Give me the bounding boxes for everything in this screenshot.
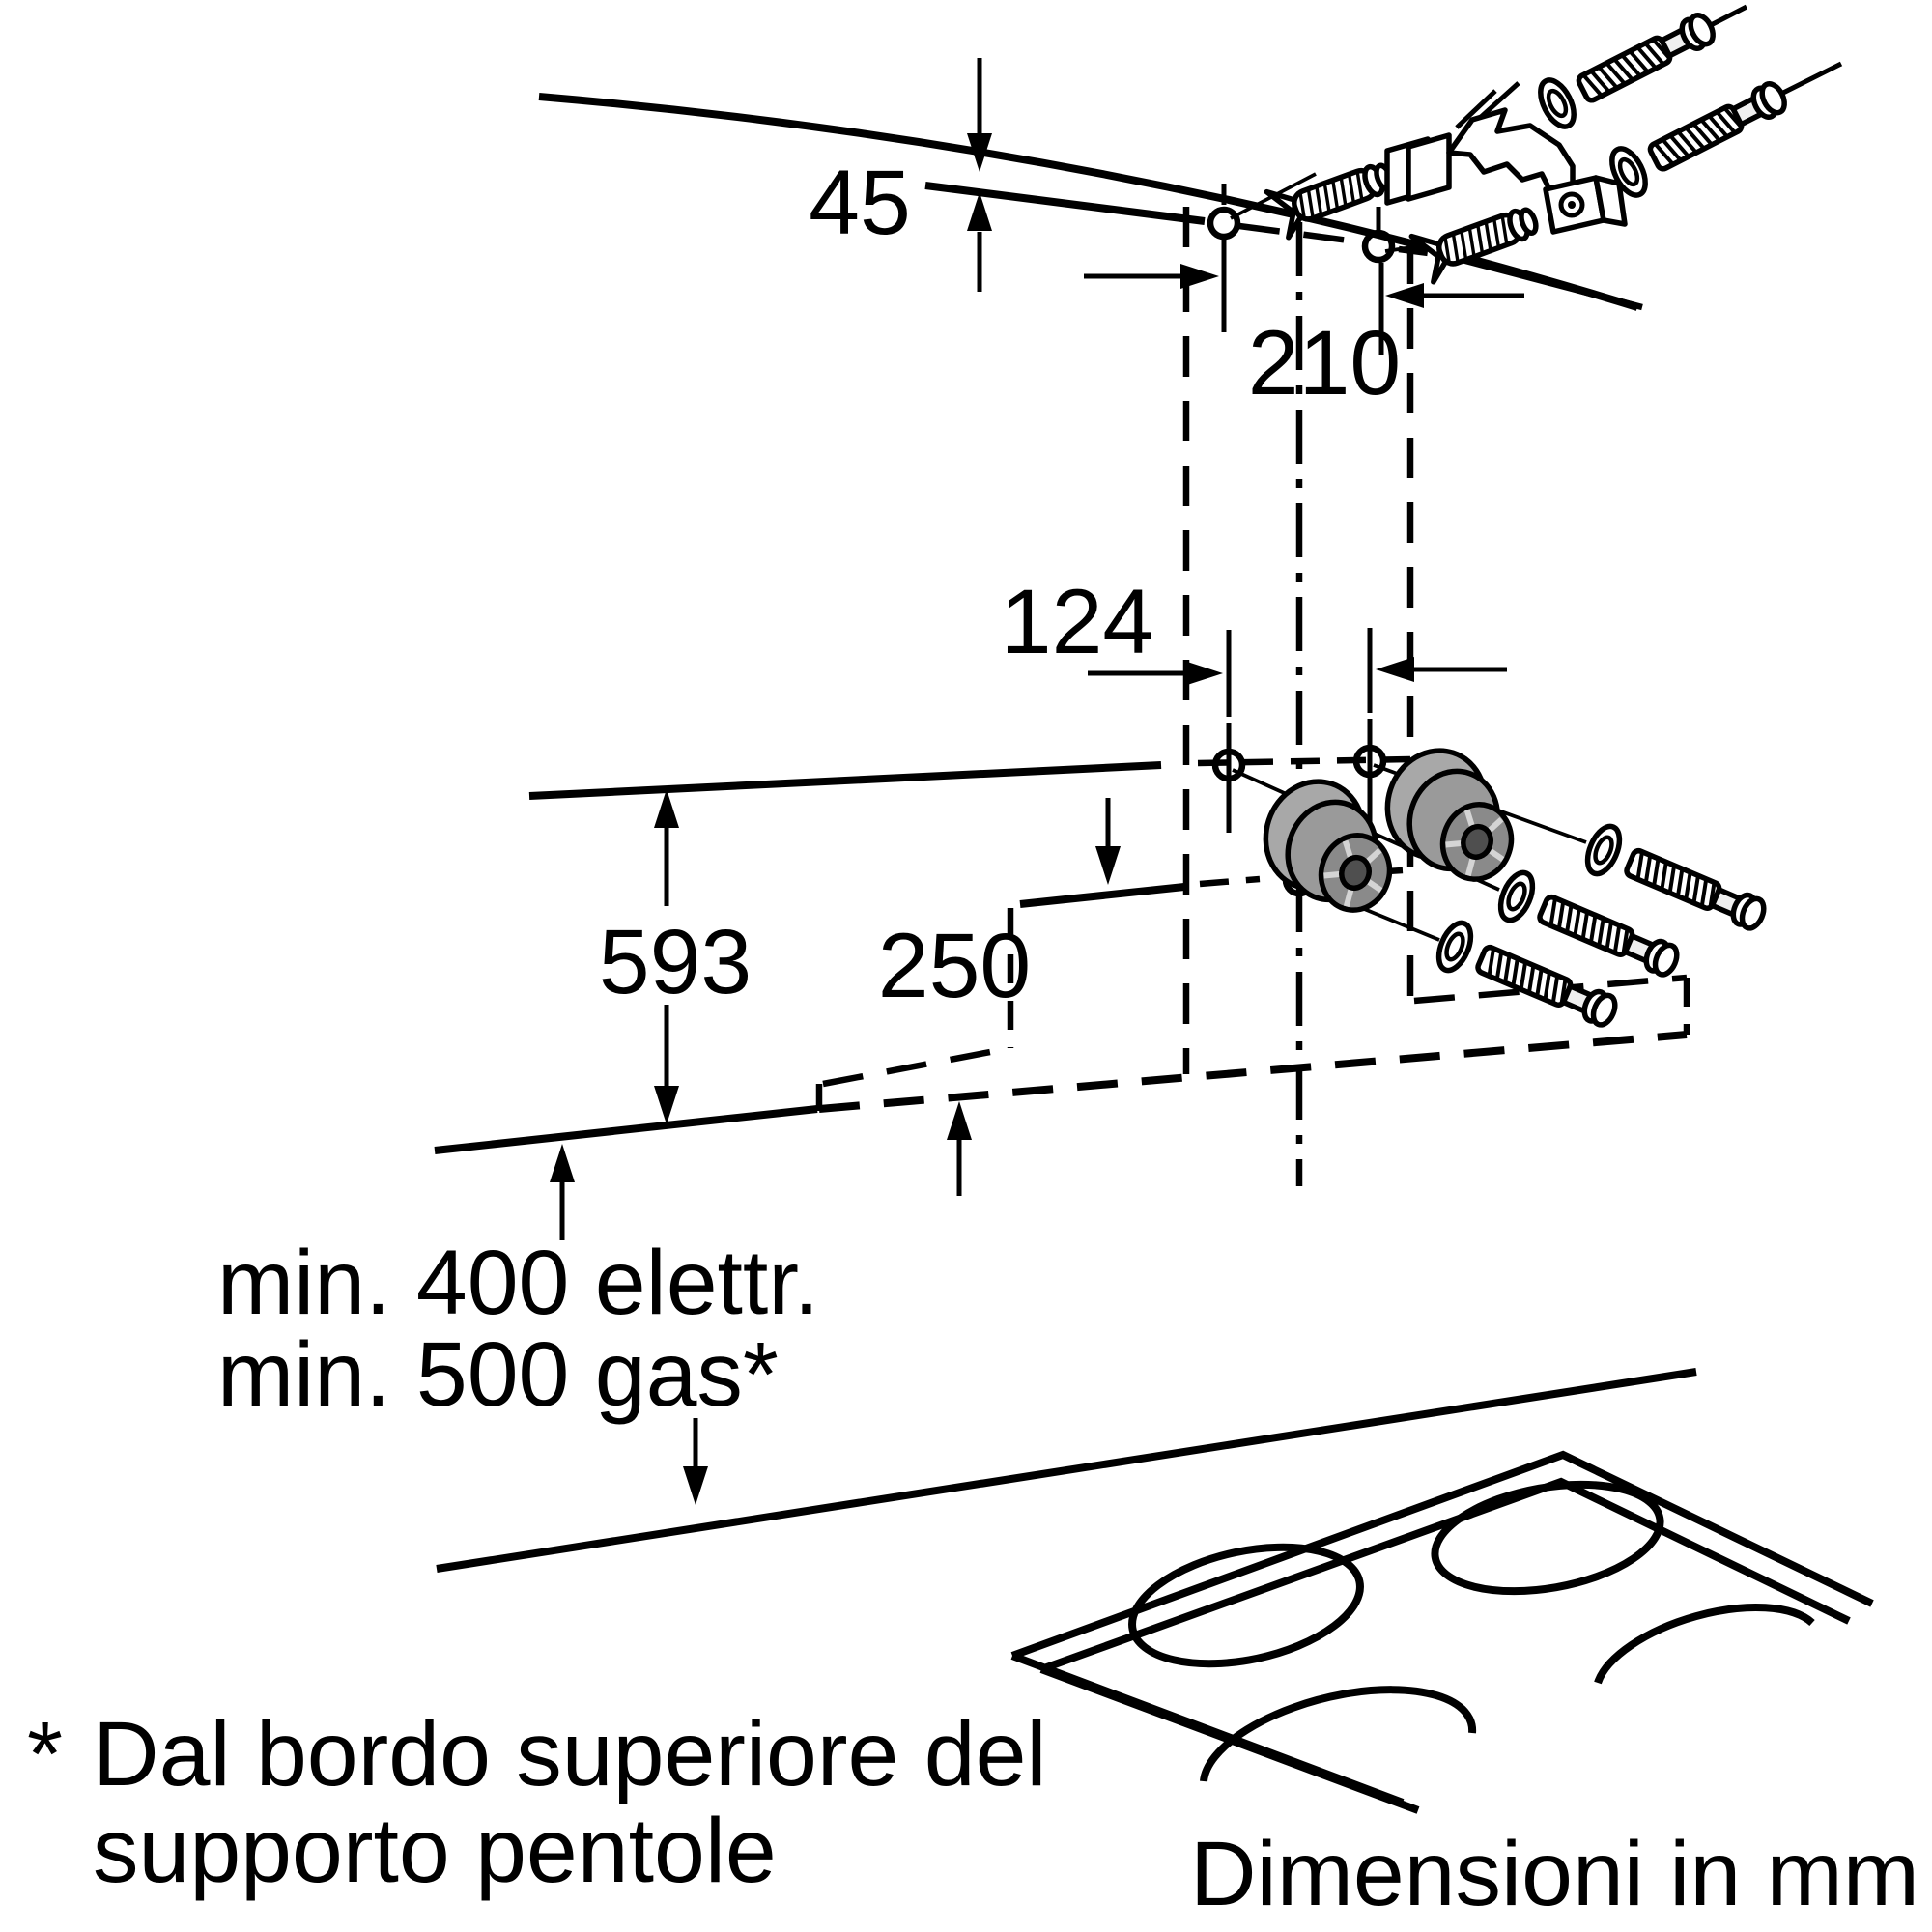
hood-top-dash — [1197, 755, 1411, 767]
screw-icon — [1534, 3, 1722, 131]
mounting-bracket-assembly — [1230, 3, 1843, 283]
dim-124-label: 124 — [1001, 571, 1154, 673]
screw-axis-stub — [1709, 4, 1748, 28]
screw-icon — [1605, 71, 1794, 200]
left-arrow-icon — [1385, 283, 1424, 308]
units-note: Dimensioni in mm — [1190, 1823, 1919, 1925]
wall-hole — [1207, 206, 1241, 241]
footnote-line1: Dal bordo superiore del — [93, 1703, 1047, 1805]
down-arrow-icon — [654, 1086, 679, 1124]
bracket-tab — [1406, 132, 1452, 202]
dimension-124: 124 — [1001, 571, 1507, 686]
countertop-line — [436, 1368, 1697, 1573]
lower-hole-level-dash — [1199, 875, 1261, 888]
right-arrow-icon — [1180, 264, 1219, 289]
dim-250-label: 250 — [878, 915, 1032, 1017]
outline-step-top — [822, 1044, 1011, 1088]
dimension-min-clearance: min. 400 elettr. min. 500 gas* — [217, 1144, 819, 1505]
hood-bottom-line — [434, 1105, 818, 1154]
footnote-line2: supporto pentole — [93, 1800, 777, 1902]
wall-hole — [1211, 748, 1246, 782]
burner-circle — [1431, 1480, 1664, 1596]
cooktop-sketch — [1010, 1450, 1874, 1814]
outline-bottom-edge — [818, 1031, 1688, 1113]
hood-top-line — [528, 761, 1162, 800]
up-arrow-icon — [947, 1101, 972, 1140]
footnote-marker: * — [27, 1703, 63, 1805]
lower-hole-level-line — [1019, 883, 1185, 908]
burner-arc — [1594, 1604, 1815, 1685]
upper-hole-level-dash-left — [1238, 222, 1357, 245]
dimension-45: 45 — [809, 58, 992, 292]
dim-210-label: 210 — [1248, 312, 1402, 414]
upper-screws — [1534, 3, 1843, 200]
up-arrow-icon — [550, 1144, 575, 1182]
bracket-hole-center — [1568, 201, 1576, 209]
upper-mounting-holes — [1207, 184, 1396, 355]
dim-45-label: 45 — [809, 152, 911, 254]
up-arrow-icon — [967, 192, 992, 231]
screw-axis-stub — [1781, 61, 1843, 96]
dim-593-label: 593 — [599, 911, 753, 1013]
up-arrow-icon — [654, 789, 679, 828]
burner-circle — [1128, 1543, 1364, 1668]
down-arrow-icon — [1095, 846, 1121, 885]
chimney-bracket — [1384, 81, 1628, 235]
dimension-250: 250 — [878, 798, 1121, 1196]
right-arrow-icon — [1184, 661, 1223, 686]
dimension-593: 593 — [599, 789, 753, 1124]
min-clearance-gas-label: min. 500 gas* — [217, 1323, 779, 1426]
cooktop-outer-top-edge — [1010, 1450, 1874, 1660]
upper-hole-level-line — [924, 182, 1206, 225]
min-clearance-electric-label: min. 400 elettr. — [217, 1232, 819, 1334]
bracket-fold-line — [1455, 89, 1497, 129]
bracket-fold-line — [1478, 81, 1520, 120]
down-arrow-icon — [967, 133, 992, 172]
left-arrow-icon — [1376, 657, 1414, 682]
wall-hole — [1352, 744, 1387, 779]
wall-edge-line — [1450, 253, 1643, 311]
footnote: * Dal bordo superiore del supporto pento… — [27, 1703, 1047, 1902]
dimension-210: 210 — [1084, 264, 1524, 414]
down-arrow-icon — [683, 1466, 708, 1505]
wall-hole — [1361, 229, 1396, 264]
bracket-block-side — [1593, 175, 1628, 227]
hood-fixing-hardware — [1232, 738, 1772, 1037]
burner-arc — [1200, 1686, 1477, 1782]
